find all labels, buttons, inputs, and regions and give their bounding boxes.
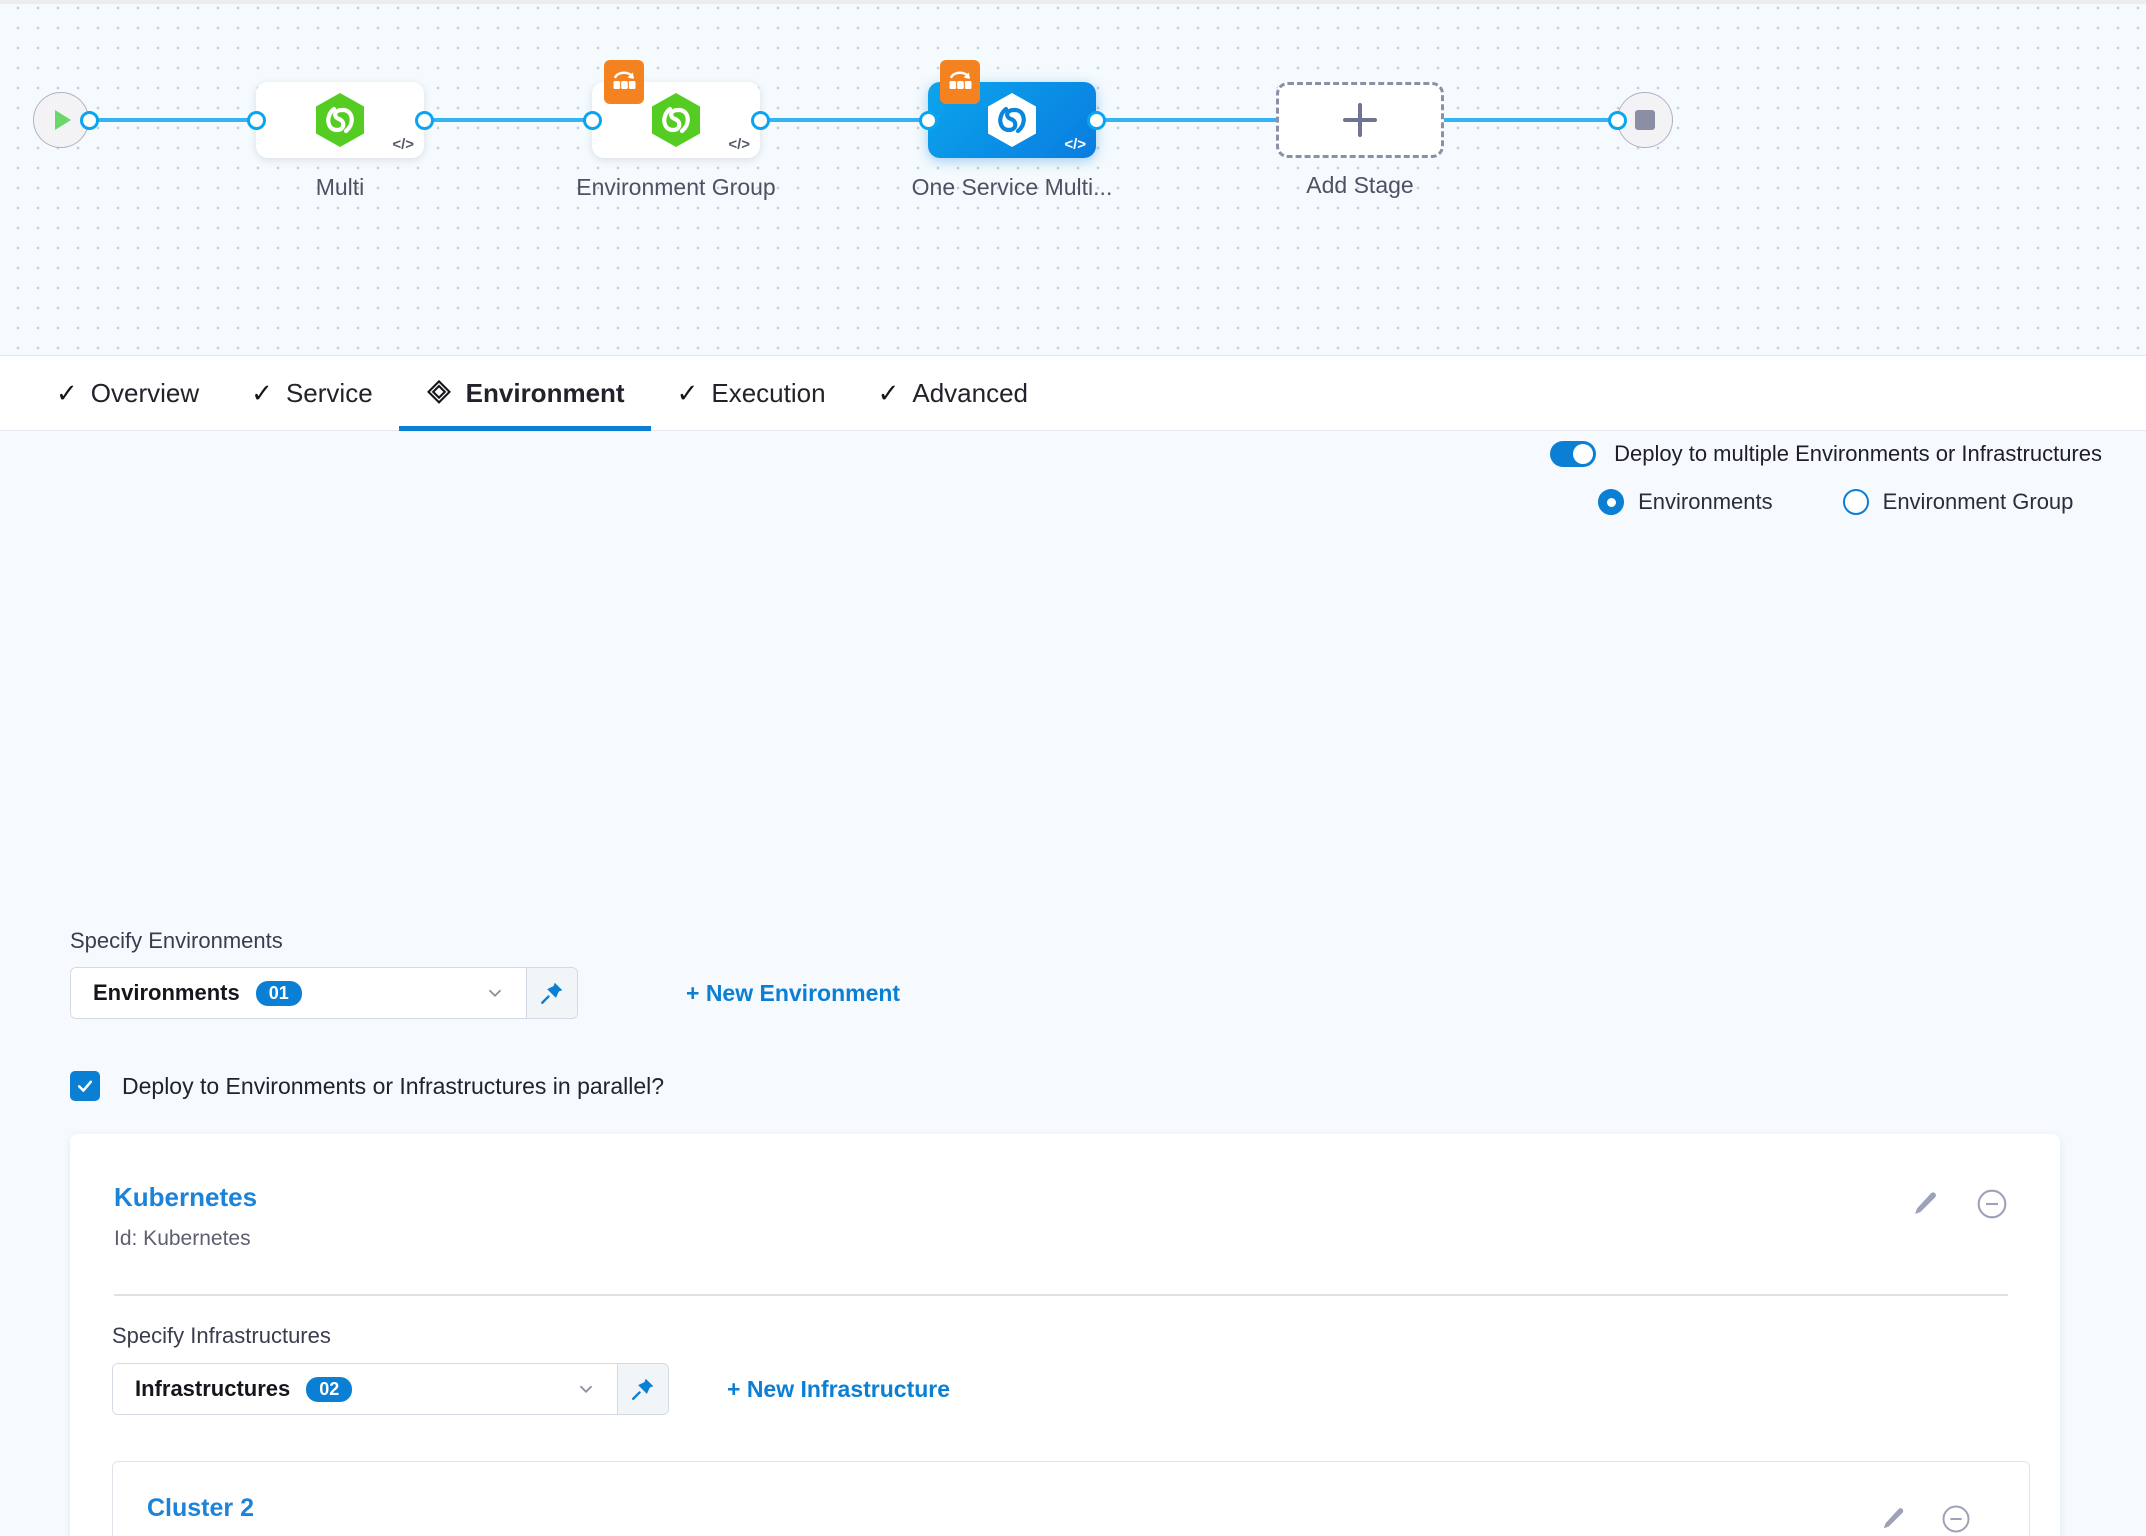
stage-label-one-service-multi: One Service Multi... <box>911 174 1113 200</box>
environment-remove-button[interactable] <box>1976 1188 2008 1220</box>
environment-id-text: Id: Kubernetes <box>114 1227 251 1250</box>
stop-icon <box>1635 110 1655 130</box>
port-oneservice-out[interactable] <box>1087 111 1106 130</box>
tab-overview-label: Overview <box>90 377 200 408</box>
radio-environment-group-label: Environment Group <box>1882 489 2074 514</box>
tab-advanced-label: Advanced <box>912 377 1029 408</box>
specify-environments-label: Specify Environments <box>70 928 283 953</box>
new-environment-link[interactable]: + New Environment <box>686 980 901 1006</box>
infrastructure-name-link[interactable]: Cluster 2 <box>147 1494 254 1522</box>
radio-environments-icon <box>1598 489 1625 515</box>
deploy-multiple-switch[interactable] <box>1550 441 1597 467</box>
pencil-icon <box>1883 1508 1904 1529</box>
environment-type-radio-group: Environments Environment Group <box>1550 489 2102 515</box>
parallel-deploy-row[interactable]: Deploy to Environments or Infrastructure… <box>70 1071 664 1101</box>
check-icon <box>77 1080 93 1092</box>
stage-label-multi: Multi <box>315 174 365 200</box>
pipeline-start-node[interactable] <box>33 92 89 148</box>
pin-icon <box>541 982 563 1004</box>
add-stage-label: Add Stage <box>1306 172 1414 198</box>
deploy-multiple-block: Deploy to multiple Environments or Infra… <box>1550 441 2102 515</box>
cd-hexagon-icon <box>988 93 1036 147</box>
tab-overview[interactable]: ✓ Overview <box>30 356 225 431</box>
environments-select[interactable]: Environments 01 <box>70 967 578 1019</box>
radio-environments-label: Environments <box>1638 489 1773 514</box>
minus-circle-icon <box>1942 1505 1970 1533</box>
environments-pin-button[interactable] <box>527 968 577 1018</box>
stage-label-environment-group: Environment Group <box>576 174 776 200</box>
environments-select-main[interactable]: Environments 01 <box>71 968 528 1018</box>
tab-execution[interactable]: ✓ Execution <box>651 356 852 431</box>
stage-node-multi[interactable]: </> <box>256 82 424 158</box>
port-end-in[interactable] <box>1608 111 1627 130</box>
cd-hexagon-icon <box>652 93 700 147</box>
port-start-out[interactable] <box>80 111 99 130</box>
infrastructure-row-content: Cluster 2 Id: Cluster_2 <box>113 1462 2029 1536</box>
rollback-icon <box>604 60 644 104</box>
deploy-multiple-label: Deploy to multiple Environments or Infra… <box>1614 441 2102 466</box>
check-icon: ✓ <box>877 378 900 408</box>
environment-card-header: Kubernetes Id: Kubernetes <box>70 1134 2060 1296</box>
tab-execution-label: Execution <box>711 377 826 408</box>
infrastructure-row-actions <box>1879 1504 1971 1534</box>
infrastructures-select-main[interactable]: Infrastructures 02 <box>113 1364 619 1414</box>
environments-select-value: Environments <box>93 980 240 1005</box>
environment-edit-button[interactable] <box>1910 1189 1940 1219</box>
check-icon: ✓ <box>251 378 273 408</box>
infrastructures-pin-button[interactable] <box>618 1364 668 1414</box>
plus-icon-bar <box>1343 118 1377 122</box>
infrastructures-count-badge: 02 <box>306 1376 353 1402</box>
infrastructures-select-value: Infrastructures <box>135 1376 291 1401</box>
stage-code-tag[interactable]: </> <box>392 136 414 153</box>
port-multi-in[interactable] <box>247 111 266 130</box>
environment-name-link[interactable]: Kubernetes <box>114 1182 258 1212</box>
connector-mask-left <box>0 118 44 122</box>
tab-advanced[interactable]: ✓ Advanced <box>852 356 1054 431</box>
port-oneservice-in[interactable] <box>919 111 938 130</box>
chevron-down-icon <box>489 989 502 998</box>
add-stage-button[interactable] <box>1276 82 1444 158</box>
port-envgroup-in[interactable] <box>583 111 602 130</box>
infrastructure-row-cluster-2: Cluster 2 Id: Cluster_2 <box>112 1461 2030 1536</box>
parallel-deploy-checkbox[interactable] <box>70 1071 100 1101</box>
stage-tab-bar: ✓ Overview ✓ Service Environment ✓ Execu… <box>0 356 2146 431</box>
chevron-down-icon <box>580 1385 593 1394</box>
layers-icon <box>426 379 451 404</box>
pin-icon <box>632 1378 654 1400</box>
radio-environments[interactable]: Environments <box>1598 489 1773 515</box>
cd-hexagon-icon <box>316 93 364 147</box>
stage-code-tag[interactable]: </> <box>1064 136 1086 153</box>
tab-environment-label: Environment <box>465 377 625 408</box>
environment-card-actions <box>1910 1188 2008 1220</box>
radio-environment-group[interactable]: Environment Group <box>1842 489 2074 515</box>
pipeline-canvas[interactable]: </> Multi </> Environment Group <box>0 0 2146 356</box>
environments-count-badge: 01 <box>255 980 302 1006</box>
check-icon: ✓ <box>56 378 78 408</box>
minus-circle-icon <box>1977 1189 2007 1219</box>
connector-mask-right <box>1673 118 2146 122</box>
infrastructure-edit-button[interactable] <box>1879 1505 1907 1533</box>
radio-environment-group-icon <box>1842 489 1869 515</box>
new-infrastructure-link[interactable]: + New Infrastructure <box>727 1376 951 1402</box>
stage-node-one-service-multi[interactable]: </> <box>928 60 1096 158</box>
environment-tab-panel: Specify Environments Environments 01 + N… <box>0 431 2146 1536</box>
stage-code-tag[interactable]: </> <box>728 136 750 153</box>
deploy-multiple-toggle-row[interactable]: Deploy to multiple Environments or Infra… <box>1550 441 2102 467</box>
pencil-icon <box>1915 1192 1936 1214</box>
specify-infrastructures-label: Specify Infrastructures <box>112 1323 331 1348</box>
port-envgroup-out[interactable] <box>751 111 770 130</box>
environment-card-divider <box>114 1294 2008 1296</box>
parallel-deploy-label: Deploy to Environments or Infrastructure… <box>122 1072 665 1099</box>
infrastructure-remove-button[interactable] <box>1941 1504 1971 1534</box>
rollback-icon <box>940 60 980 104</box>
stage-node-environment-group[interactable]: </> <box>592 60 760 158</box>
tab-environment[interactable]: Environment <box>398 356 651 431</box>
check-icon: ✓ <box>676 378 699 408</box>
tab-service[interactable]: ✓ Service <box>225 356 399 431</box>
port-multi-out[interactable] <box>415 111 434 130</box>
play-icon <box>55 110 71 130</box>
infrastructures-select[interactable]: Infrastructures 02 <box>112 1363 669 1415</box>
tab-service-label: Service <box>285 377 373 408</box>
